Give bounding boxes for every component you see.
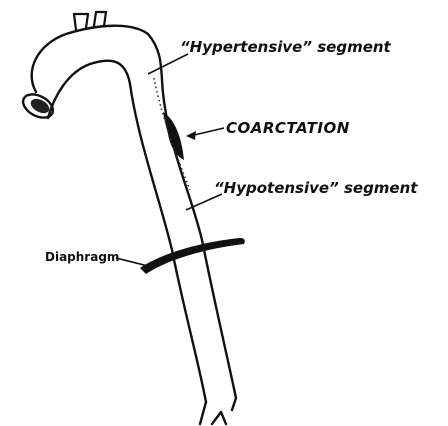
iliac-bifurcation [200,398,236,424]
coarctation-arrowhead [186,131,196,140]
pointer-hypertensive [148,54,188,74]
coarctation-lesion [163,112,184,160]
diaphragm-band [140,238,245,274]
aorta-outline [19,26,236,424]
pointer-lines [116,54,224,266]
label-coarctation: COARCTATION [226,121,350,136]
aorta-outer-wall [32,26,236,398]
label-hypotensive-segment: “Hypotensive” segment [214,181,417,196]
label-hypertensive-segment: “Hypertensive” segment [180,40,391,55]
label-diaphragm: Diaphragm [45,251,119,263]
branch-vessel-1 [74,14,88,30]
aorta-inner-wall [48,61,206,402]
pointer-diaphragm [116,258,148,266]
branch-vessel-2 [94,12,106,26]
